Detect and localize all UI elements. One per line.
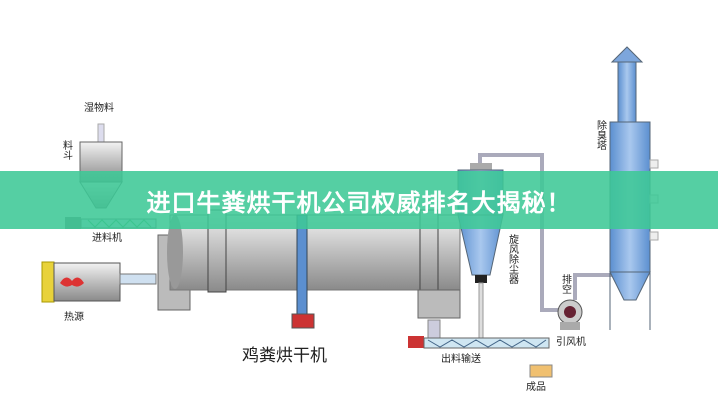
- label-feeder: 进料机: [92, 231, 122, 244]
- induced-draft-fan: [557, 273, 612, 330]
- label-wet-material: 湿物料: [84, 101, 114, 114]
- label-heat-source: 热源: [64, 310, 84, 323]
- discharge-conveyor: [408, 336, 553, 378]
- label-dryer: 鸡粪烘干机: [242, 346, 327, 366]
- label-fan: 引风机: [556, 335, 586, 348]
- label-hopper: 料斗: [61, 139, 73, 160]
- label-deodorizer: 除臭塔: [595, 119, 607, 151]
- label-product: 成品: [526, 381, 546, 393]
- title-banner: 进口牛粪烘干机公司权威排名大揭秘！: [0, 171, 718, 229]
- heat-source: [41, 261, 157, 303]
- label-cyclone: 旋风除尘器: [507, 233, 519, 285]
- label-discharge: 出料输送: [441, 352, 481, 365]
- banner-title: 进口牛粪烘干机公司权威排名大揭秘！: [146, 188, 572, 217]
- label-exhaust: 排空: [560, 273, 572, 294]
